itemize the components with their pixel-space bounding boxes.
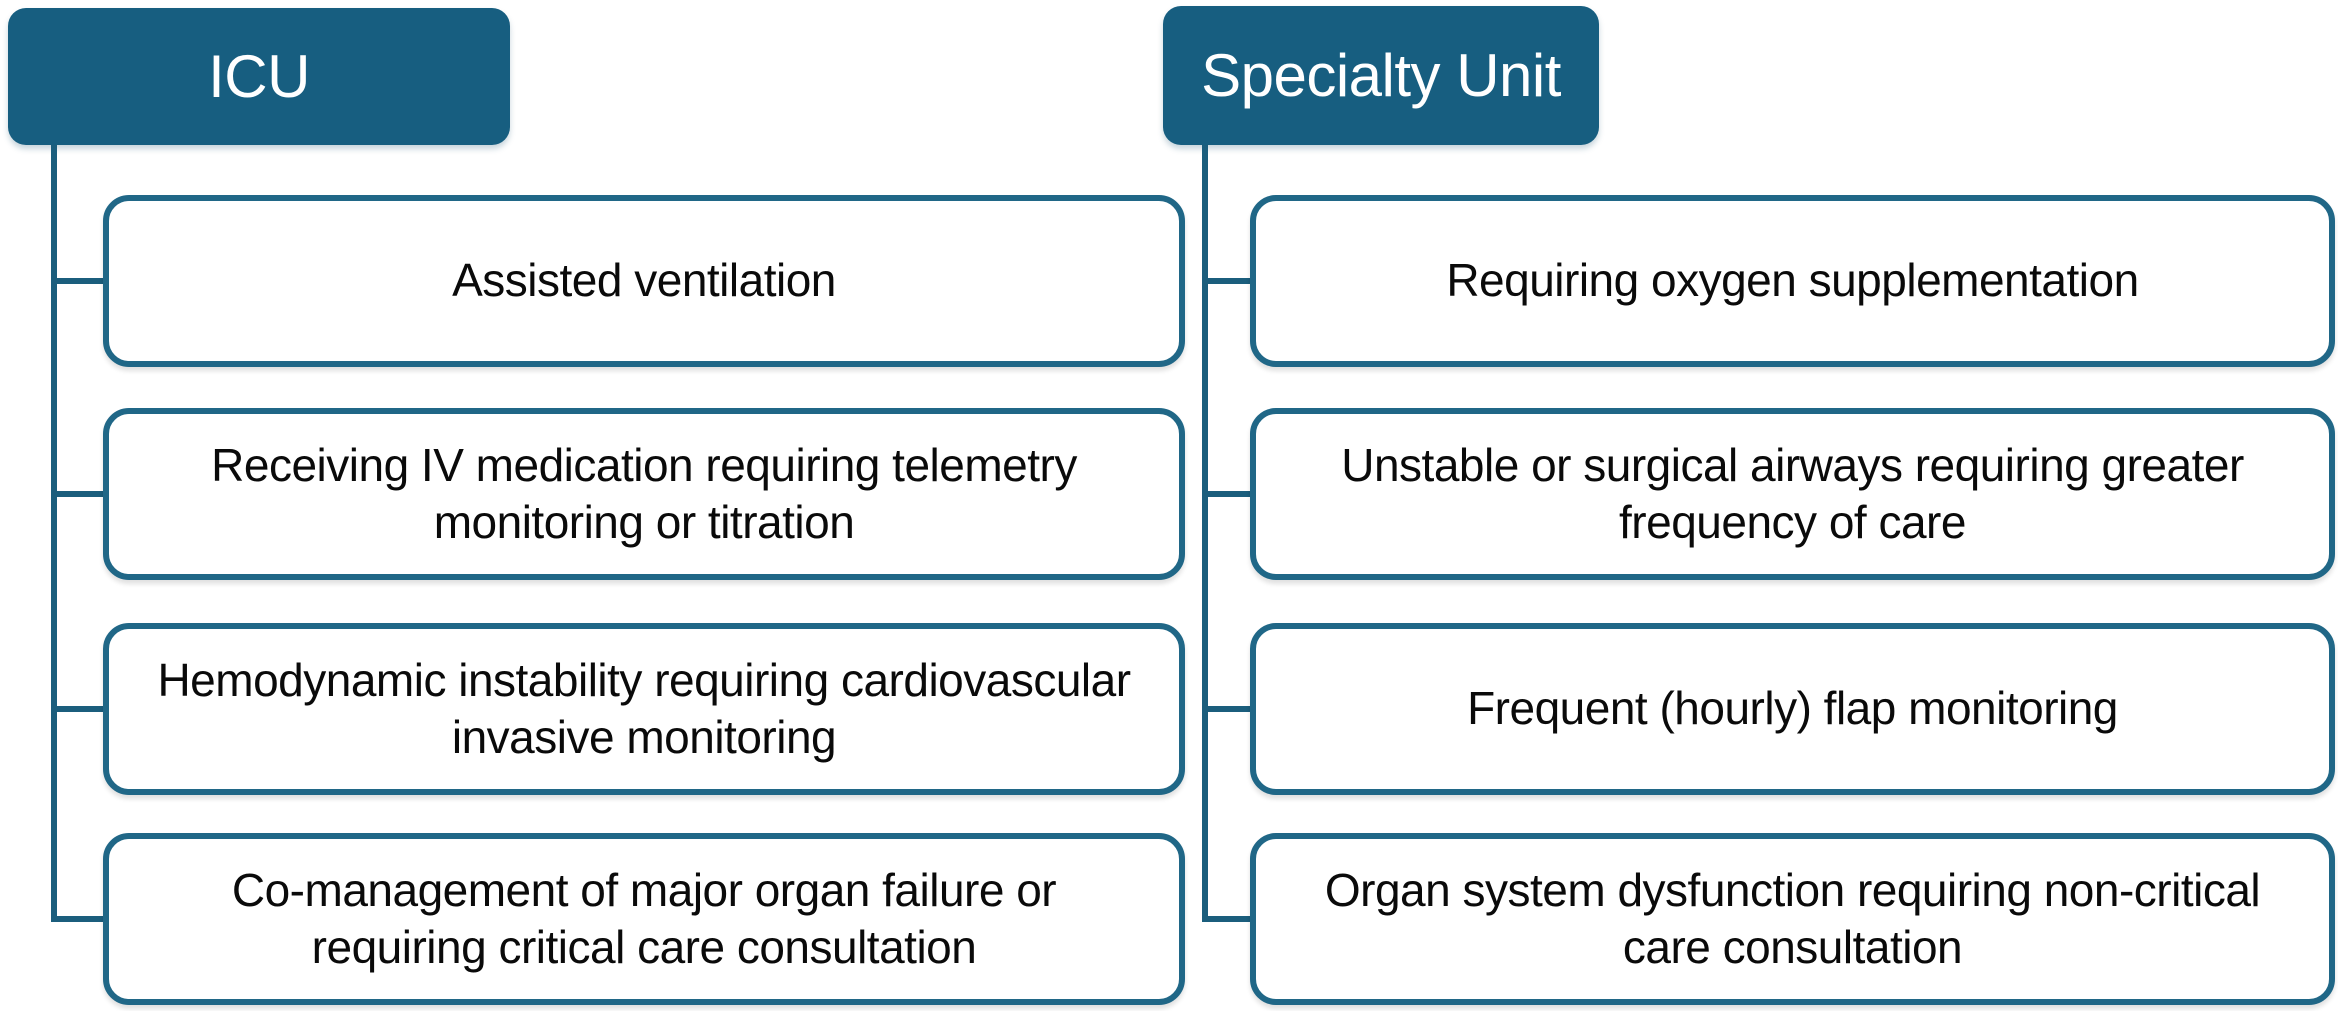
icu-criterion-assisted-ventilation: Assisted ventilation [103, 195, 1185, 367]
specialty-connector-branch-line [1202, 491, 1256, 497]
icu-criterion-iv-medication: Receiving IV medication requiring teleme… [103, 408, 1185, 580]
specialty-connector-branch-line [1202, 706, 1256, 712]
specialty-connector-branch-line [1202, 278, 1256, 284]
icu-connector-branch-line [51, 278, 109, 284]
specialty-criterion-flap-monitoring: Frequent (hourly) flap monitoring [1250, 623, 2335, 795]
specialty-criterion-organ-dysfunction: Organ system dysfunction requiring non-c… [1250, 833, 2335, 1005]
icu-connector-trunk-line [51, 145, 57, 922]
specialty-criterion-oxygen-supplementation: Requiring oxygen supplementation [1250, 195, 2335, 367]
specialty-criterion-unstable-airways: Unstable or surgical airways requiring g… [1250, 408, 2335, 580]
icu-header-box: ICU [8, 8, 510, 145]
icu-criterion-organ-failure: Co-management of major organ failure or … [103, 833, 1185, 1005]
icu-connector-branch-line [51, 491, 109, 497]
specialty-connector-branch-line [1202, 916, 1256, 922]
icu-connector-branch-line [51, 706, 109, 712]
icu-criterion-hemodynamic-instability: Hemodynamic instability requiring cardio… [103, 623, 1185, 795]
icu-connector-branch-line [51, 916, 109, 922]
specialty-connector-trunk-line [1202, 145, 1208, 922]
specialty-unit-header-box: Specialty Unit [1163, 6, 1599, 145]
